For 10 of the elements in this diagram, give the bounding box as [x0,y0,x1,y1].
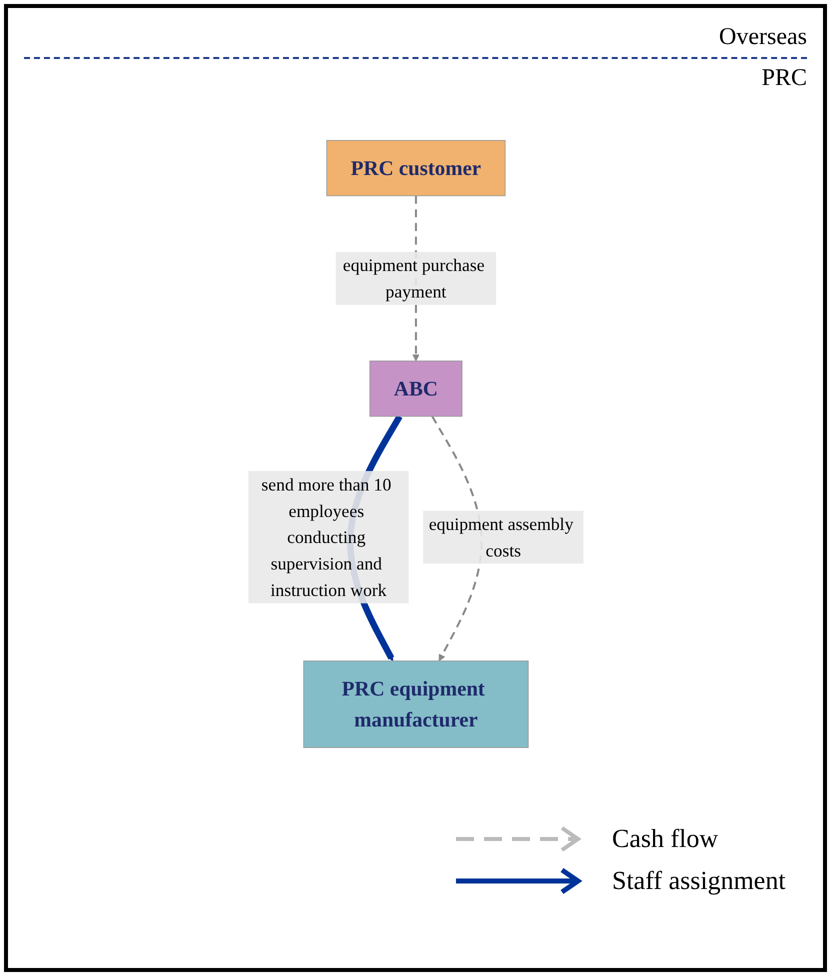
node-box: PRC equipment manufacturer [302,660,528,748]
legend-label: Cash flow [612,824,718,854]
region-label: Overseas [718,24,807,51]
edge-label: equipment purchase payment [342,255,484,302]
legend-label: Staff assignment [612,866,786,896]
node-box: ABC [369,360,462,417]
node-box: PRC customer [326,140,506,196]
region-label: PRC [760,65,807,92]
edge-label: send more than 10 employees conducting supervision and instruction work [260,474,391,600]
edge-label: equipment assembly costs [428,514,573,560]
